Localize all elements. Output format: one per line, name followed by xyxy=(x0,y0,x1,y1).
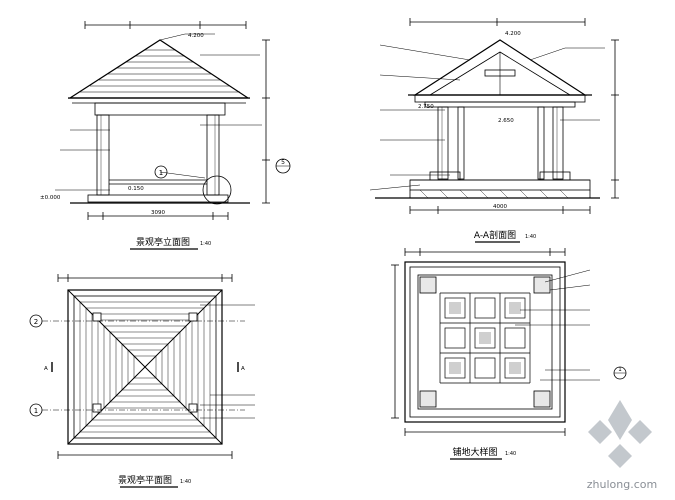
level-eave: 2.750 xyxy=(418,104,434,110)
roof-plan: 2 1 A A 景观亭平面图 1:40 xyxy=(29,274,255,488)
detail-marker-paving-label: 1 xyxy=(618,367,622,373)
axis-label-1: 1 xyxy=(34,407,38,415)
detail-callout-circle xyxy=(202,175,232,205)
dim-bottom: 3090 xyxy=(151,210,165,216)
roof-hatching xyxy=(80,49,240,93)
detail-ref-label: 5 xyxy=(281,159,285,166)
section-mark-right: A xyxy=(241,366,245,372)
detail-marker-label: 1 xyxy=(159,169,163,177)
section-mark-left: A xyxy=(44,366,48,372)
axis-label-2: 2 xyxy=(34,318,38,326)
title-paving-detail: 铺地大样图 xyxy=(452,446,497,458)
scale-roof-plan: 1:40 xyxy=(180,479,191,485)
detail-marker xyxy=(154,165,168,179)
front-elevation: 1 5 4.200 0.150 ±0.000 3090 景观亭立面图 1:40 xyxy=(40,21,291,250)
level-bench: 0.150 xyxy=(128,186,144,192)
axis-marker-1 xyxy=(29,403,43,417)
section-aa: 4.200 2.750 2.650 4000 A-A剖面图 1:40 xyxy=(369,18,619,243)
dim-section-bottom: 4000 xyxy=(493,204,507,210)
title-front-elevation: 景观亭立面图 xyxy=(136,236,190,248)
watermark-text: zhulong.com xyxy=(587,478,657,491)
level-ground: ±0.000 xyxy=(40,195,61,201)
level-beam: 2.650 xyxy=(498,118,514,124)
scale-section-aa: 1:40 xyxy=(525,234,536,240)
level-roof: 4.200 xyxy=(188,33,204,39)
title-roof-plan: 景观亭平面图 xyxy=(118,474,172,486)
level-ridge: 4.200 xyxy=(505,31,521,37)
watermark-logo xyxy=(588,400,652,468)
axis-marker-2 xyxy=(29,314,43,328)
title-section-aa: A-A剖面图 xyxy=(474,229,516,241)
scale-front-elevation: 1:40 xyxy=(200,241,211,247)
paving-detail: 1 铺地大样图 1:40 xyxy=(391,248,627,460)
scale-paving-detail: 1:40 xyxy=(505,451,516,457)
